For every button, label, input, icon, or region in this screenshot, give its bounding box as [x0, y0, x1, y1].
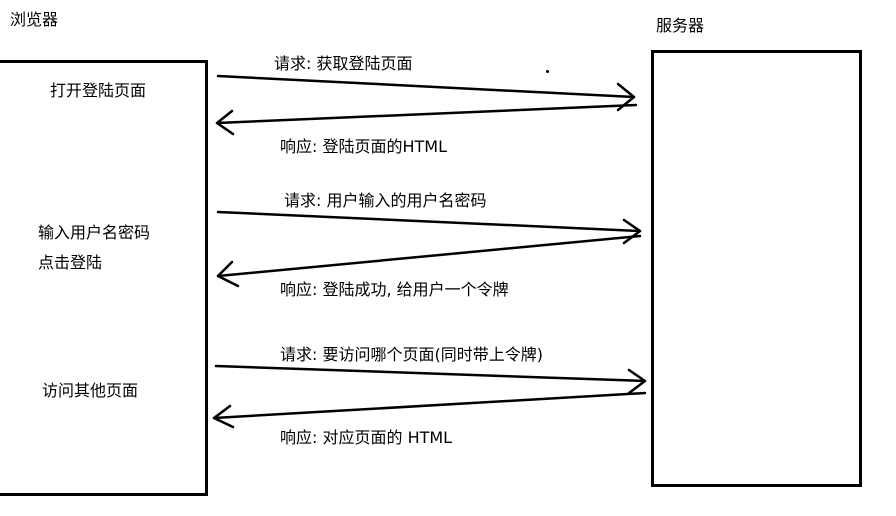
browser-step-input-credentials: 输入用户名密码 — [38, 223, 151, 242]
server-box — [651, 50, 862, 487]
response-label-3: 响应: 对应页面的 HTML — [280, 428, 453, 447]
request-arrow-3 — [214, 364, 647, 395]
browser-title: 浏览器 — [10, 10, 59, 29]
request-arrow-2 — [216, 210, 642, 245]
request-arrow-1 — [216, 74, 636, 112]
browser-step-visit-other: 访问其他页面 — [42, 381, 139, 400]
request-label-3: 请求: 要访问哪个页面(同时带上令牌) — [280, 345, 543, 364]
request-label-1: 请求: 获取登陆页面 — [274, 54, 413, 73]
stray-dot — [546, 70, 549, 73]
response-arrow-2 — [216, 234, 642, 288]
response-label-1: 响应: 登陆页面的HTML — [280, 137, 448, 156]
browser-step-open-login: 打开登陆页面 — [50, 81, 147, 100]
request-label-2: 请求: 用户输入的用户名密码 — [284, 191, 487, 210]
response-label-2: 响应: 登陆成功, 给用户一个令牌 — [280, 280, 509, 299]
browser-step-click-login: 点击登陆 — [38, 253, 103, 272]
server-title: 服务器 — [656, 16, 705, 35]
response-arrow-3 — [212, 391, 647, 429]
browser-box — [0, 60, 208, 496]
response-arrow-1 — [215, 103, 638, 136]
